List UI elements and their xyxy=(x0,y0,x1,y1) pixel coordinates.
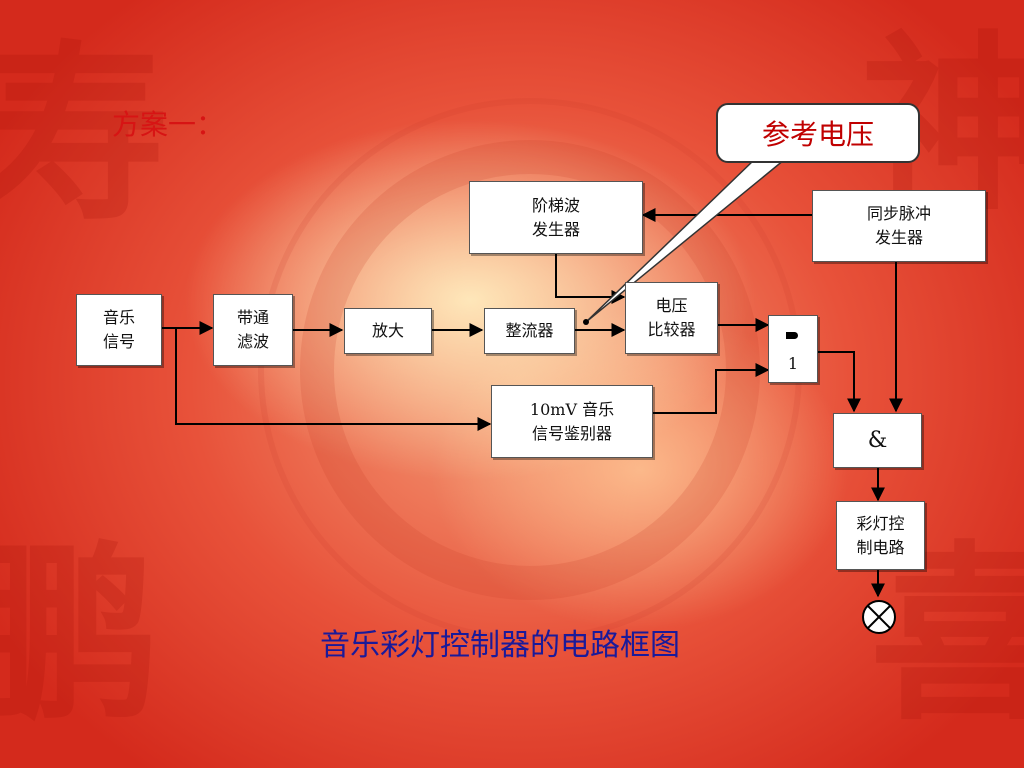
block-lamp-control: 彩灯控 制电路 xyxy=(836,501,925,570)
diagram-caption: 音乐彩灯控制器的电路框图 xyxy=(320,628,680,663)
background-glyph-left-top: 寿 xyxy=(0,23,171,246)
block-music-signal: 音乐 信号 xyxy=(76,294,162,366)
block-amplifier: 放大 xyxy=(344,308,432,354)
or-gate-label: 1 xyxy=(787,354,799,373)
block-music-discriminator: 10mV 音乐 信号鉴别器 xyxy=(491,385,653,458)
lamp-icon xyxy=(862,600,896,634)
or-gate-symbol xyxy=(786,332,798,339)
scheme-title: 方案一： xyxy=(112,108,225,141)
block-sync-pulse-generator: 同步脉冲 发生器 xyxy=(812,190,986,262)
reference-voltage-callout: 参考电压 xyxy=(716,103,920,163)
background-glyph-left-bottom: 鹏 xyxy=(0,523,161,746)
background-glyph-right-bottom: 喜 xyxy=(870,523,1024,746)
and-gate: & xyxy=(833,413,922,468)
block-voltage-comparator: 电压 比较器 xyxy=(625,282,718,354)
block-staircase-generator: 阶梯波 发生器 xyxy=(469,181,643,254)
or-gate: 1 xyxy=(768,315,818,383)
block-rectifier: 整流器 xyxy=(484,308,575,354)
block-bandpass-filter: 带通 滤波 xyxy=(213,294,293,366)
